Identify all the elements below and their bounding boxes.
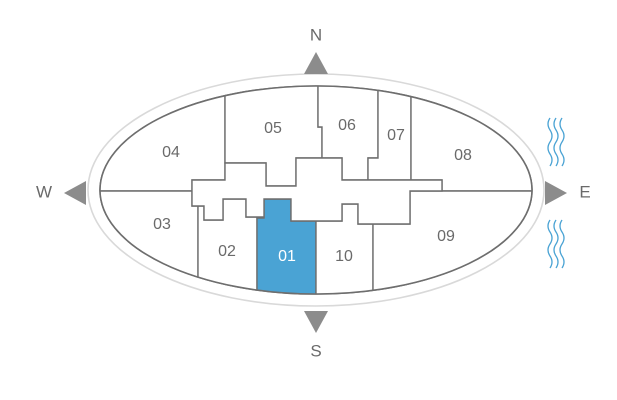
- east-arrow-icon: [545, 181, 567, 205]
- water-waves-icon: [547, 117, 565, 167]
- west-arrow-icon: [64, 181, 86, 205]
- north-arrow-icon: [304, 52, 328, 74]
- north-label: N: [310, 25, 322, 44]
- west-label: W: [36, 182, 52, 201]
- south-arrow-icon: [304, 311, 328, 333]
- building-core: [191, 157, 443, 225]
- water-waves-icon: [547, 219, 565, 269]
- unit-04[interactable]: [90, 80, 226, 192]
- unit-08[interactable]: [410, 80, 545, 192]
- south-label: S: [310, 341, 321, 360]
- site-boundary-outline: [99, 85, 533, 295]
- east-label: E: [579, 182, 590, 201]
